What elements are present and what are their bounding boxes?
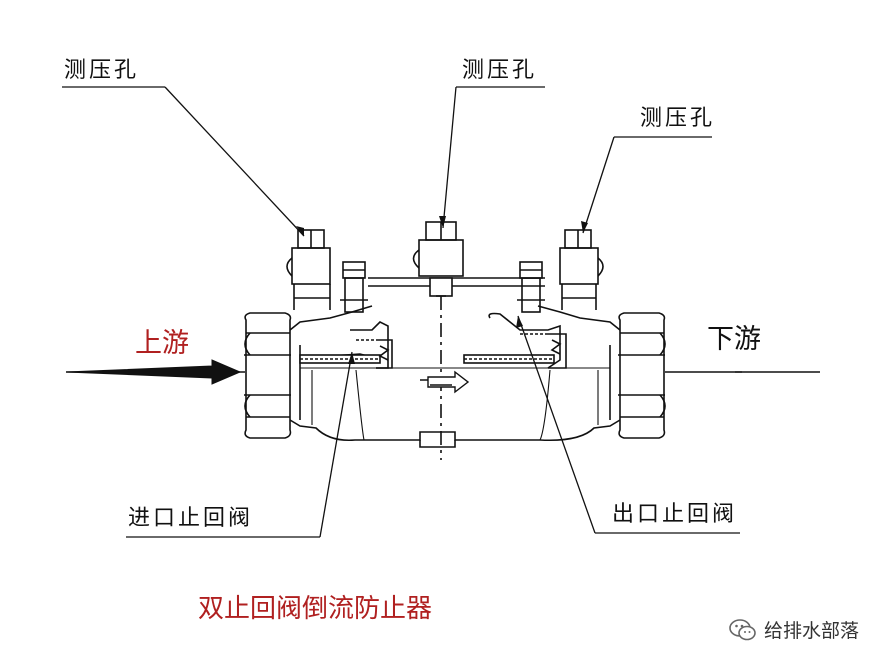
- diagram-caption: 双止回阀倒流防止器: [198, 594, 433, 624]
- center-tap: [412, 221, 464, 460]
- outlet-check-valve: [463, 312, 567, 369]
- upstream-label: 上游: [135, 328, 189, 359]
- tap-label-left: 测压孔: [64, 58, 140, 83]
- tap-label-center: 测压孔: [462, 58, 538, 83]
- right-tap-column: [517, 229, 604, 313]
- tap-label-right: 测压孔: [640, 106, 716, 131]
- inlet-check-valve-label: 进口止回阀: [128, 506, 254, 531]
- outlet-check-valve-label: 出口止回阀: [612, 502, 738, 527]
- wechat-icon: [729, 618, 756, 640]
- inlet-check-valve: [299, 321, 393, 369]
- downstream-label: 下游: [707, 324, 761, 355]
- left-hex-nut: [244, 312, 292, 439]
- flow-arrow: [65, 359, 242, 385]
- bridge-tube: [368, 277, 545, 297]
- watermark: 给排水部落: [728, 616, 859, 643]
- leader-lines: [62, 86, 740, 538]
- watermark-text: 给排水部落: [763, 620, 859, 642]
- internal-flow-arrow: [420, 370, 470, 394]
- left-tap-column: [286, 229, 368, 313]
- valve-body: [289, 305, 621, 448]
- right-hex-nut: [618, 312, 666, 439]
